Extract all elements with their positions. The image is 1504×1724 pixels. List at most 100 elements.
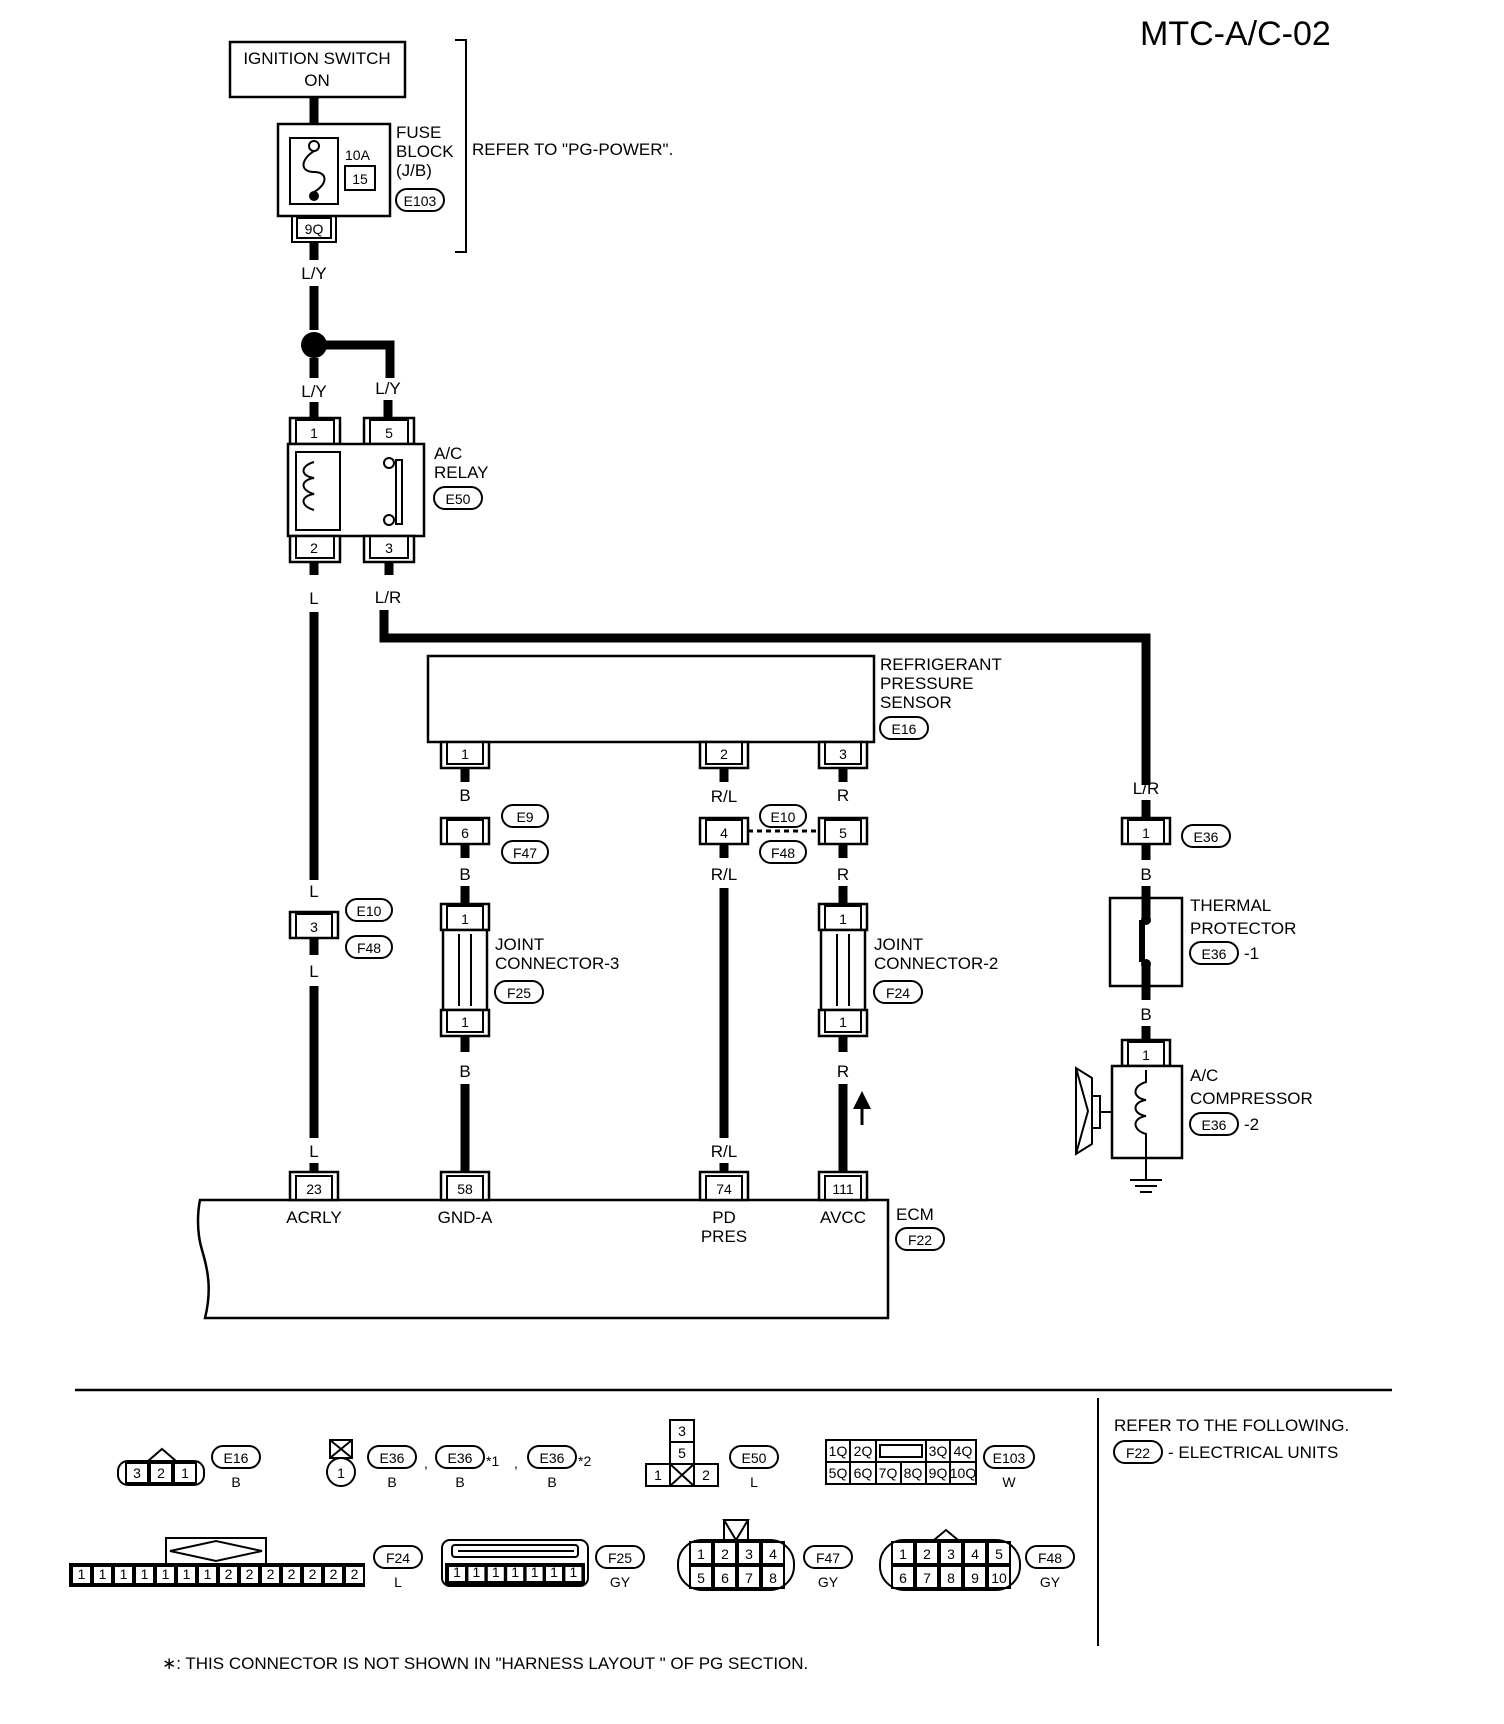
legend-e16: 3 2 1 E16 B <box>117 1445 261 1490</box>
legend-f24-cell <box>239 1565 260 1585</box>
legend-f48-pin: 2 <box>923 1546 931 1562</box>
legend-e16-id: E16 <box>224 1450 249 1466</box>
wire-color-r-3: R <box>837 1062 849 1081</box>
joint-connector-3: 1 1 <box>439 902 491 1038</box>
legend-f48-cell <box>987 1565 1011 1589</box>
wire-color-l-1: L <box>309 589 318 608</box>
legend-f48-color: GY <box>1040 1574 1061 1590</box>
legend-refer-text: - ELECTRICAL UNITS <box>1168 1443 1338 1462</box>
sensor-pin-1: 1 <box>461 746 469 762</box>
joint2-pin-top: 1 <box>839 911 847 927</box>
legend-e103-pin: 5Q <box>829 1465 848 1481</box>
ac-compressor: 1 <box>1075 1038 1184 1193</box>
legend-e50: 3 5 1 2 E50 L <box>645 1419 779 1490</box>
legend-e36-variant-1-color: B <box>455 1474 464 1490</box>
legend-f24-cell <box>344 1565 365 1585</box>
legend-f24-pin: 2 <box>225 1566 233 1582</box>
fuse-connector: E103 <box>404 193 437 209</box>
legend-f24-cell <box>92 1565 113 1585</box>
legend-f48-cell <box>963 1541 987 1565</box>
relay-label-1: A/C <box>434 444 462 463</box>
compressor-clutch-icon <box>1075 1066 1093 1156</box>
legend-f47-pin: 7 <box>745 1570 753 1586</box>
legend-f48-pin: 6 <box>899 1570 907 1586</box>
relay-connector: E50 <box>446 491 471 507</box>
legend-e103: 1Q 2Q 3Q 4Q 5Q 6Q 7Q 8Q 9Q 10Q E103 W <box>825 1439 1035 1490</box>
legend-f47-pin: 1 <box>697 1546 705 1562</box>
legend-e36-variant-1: E36 <box>448 1450 473 1466</box>
legend-e103-pin: 9Q <box>929 1465 948 1481</box>
legend-e36-variant-2-color: B <box>547 1474 556 1490</box>
legend-e50-pin: 5 <box>678 1445 686 1461</box>
legend-f48-pin: 4 <box>971 1546 979 1562</box>
thermal-label-1: THERMAL <box>1190 896 1271 915</box>
wire-color-b-3: B <box>459 1062 470 1081</box>
conn-e36-pin: 1 <box>1142 825 1150 841</box>
legend-f24-cell <box>176 1565 197 1585</box>
ecm-term-gnd-a: GND-A <box>438 1208 493 1227</box>
page-id: MTC-A/C-02 <box>1140 15 1331 53</box>
legend-e103-pin: 1Q <box>829 1443 848 1459</box>
legend-f25-pin: 1 <box>511 1564 519 1580</box>
sensor-label-1: REFRIGERANT <box>880 655 1002 674</box>
legend-f48-pin: 10 <box>991 1570 1007 1586</box>
legend-f47-pin: 4 <box>769 1546 777 1562</box>
legend-f47-pin: 5 <box>697 1570 705 1586</box>
legend-f48-cell <box>915 1541 939 1565</box>
legend-f24-cell <box>260 1565 281 1585</box>
legend-f25-pin: 1 <box>473 1564 481 1580</box>
legend-e50-color: L <box>750 1474 758 1490</box>
legend-f25-cell <box>466 1565 487 1583</box>
wire-color-l-3: L <box>309 962 318 981</box>
legend-f25-id: F25 <box>608 1550 632 1566</box>
ecm-pin-111: 111 <box>832 1181 853 1197</box>
relay-label-2: RELAY <box>434 463 489 482</box>
legend-f24-id: F24 <box>386 1550 410 1566</box>
legend-e103-pin: 4Q <box>954 1443 973 1459</box>
wire-color-rl-2: R/L <box>711 865 737 884</box>
wire-color-rl-1: R/L <box>711 787 737 806</box>
conn-e10-pin-3: 3 <box>310 919 318 935</box>
joint2-label-1: JOINT <box>874 935 923 954</box>
compressor-pin: 1 <box>1142 1047 1150 1063</box>
conn-e10-label-l: E10 <box>357 903 382 919</box>
compressor-connector: E36 <box>1202 1117 1227 1133</box>
fuse-number: 15 <box>352 171 368 187</box>
ecm-term-pres: PRES <box>701 1227 747 1246</box>
fuse-block: 10A 15 9Q <box>276 122 392 243</box>
legend-f24-cell <box>302 1565 323 1585</box>
legend-f24-pin: 1 <box>162 1566 170 1582</box>
legend-f25-pin: 1 <box>570 1564 578 1580</box>
ecm-term-avcc: AVCC <box>820 1208 866 1227</box>
legend-e103-pin: 10Q <box>950 1465 977 1481</box>
conn-e9-label: E9 <box>516 809 533 825</box>
legend-refer-title: REFER TO THE FOLLOWING. <box>1114 1416 1349 1435</box>
wire-color-b-1: B <box>459 786 470 805</box>
legend-f47-color: GY <box>818 1574 839 1590</box>
joint3-connector: F25 <box>507 985 531 1001</box>
legend-f24-pin: 1 <box>141 1566 149 1582</box>
legend-f47-cell <box>761 1541 785 1565</box>
legend-f24-pin: 2 <box>288 1566 296 1582</box>
ecm-pin-74: 74 <box>716 1181 732 1197</box>
wire-color-lr-2: L/R <box>1133 779 1159 798</box>
thermal-suffix: -1 <box>1244 944 1259 963</box>
sensor-label-3: SENSOR <box>880 693 952 712</box>
legend-f25-pin: 1 <box>492 1564 500 1580</box>
relay-pin-1: 1 <box>310 425 318 441</box>
legend-f25-pin: 1 <box>531 1564 539 1580</box>
conn-e36-label: E36 <box>1194 829 1219 845</box>
relay-pin-2: 2 <box>310 540 318 556</box>
fuse-label-3: (J/B) <box>396 161 432 180</box>
ecm-connector: F22 <box>908 1232 932 1248</box>
compressor-suffix: -2 <box>1244 1115 1259 1134</box>
sensor-connector: E16 <box>892 721 917 737</box>
legend-f25-color: GY <box>610 1574 631 1590</box>
conn-e9-pin: 6 <box>461 825 469 841</box>
wire-color-l-4: L <box>309 1142 318 1161</box>
legend-e103-pin: 2Q <box>854 1443 873 1459</box>
legend-f47-cell <box>713 1565 737 1589</box>
legend-f24-pin: 1 <box>120 1566 128 1582</box>
